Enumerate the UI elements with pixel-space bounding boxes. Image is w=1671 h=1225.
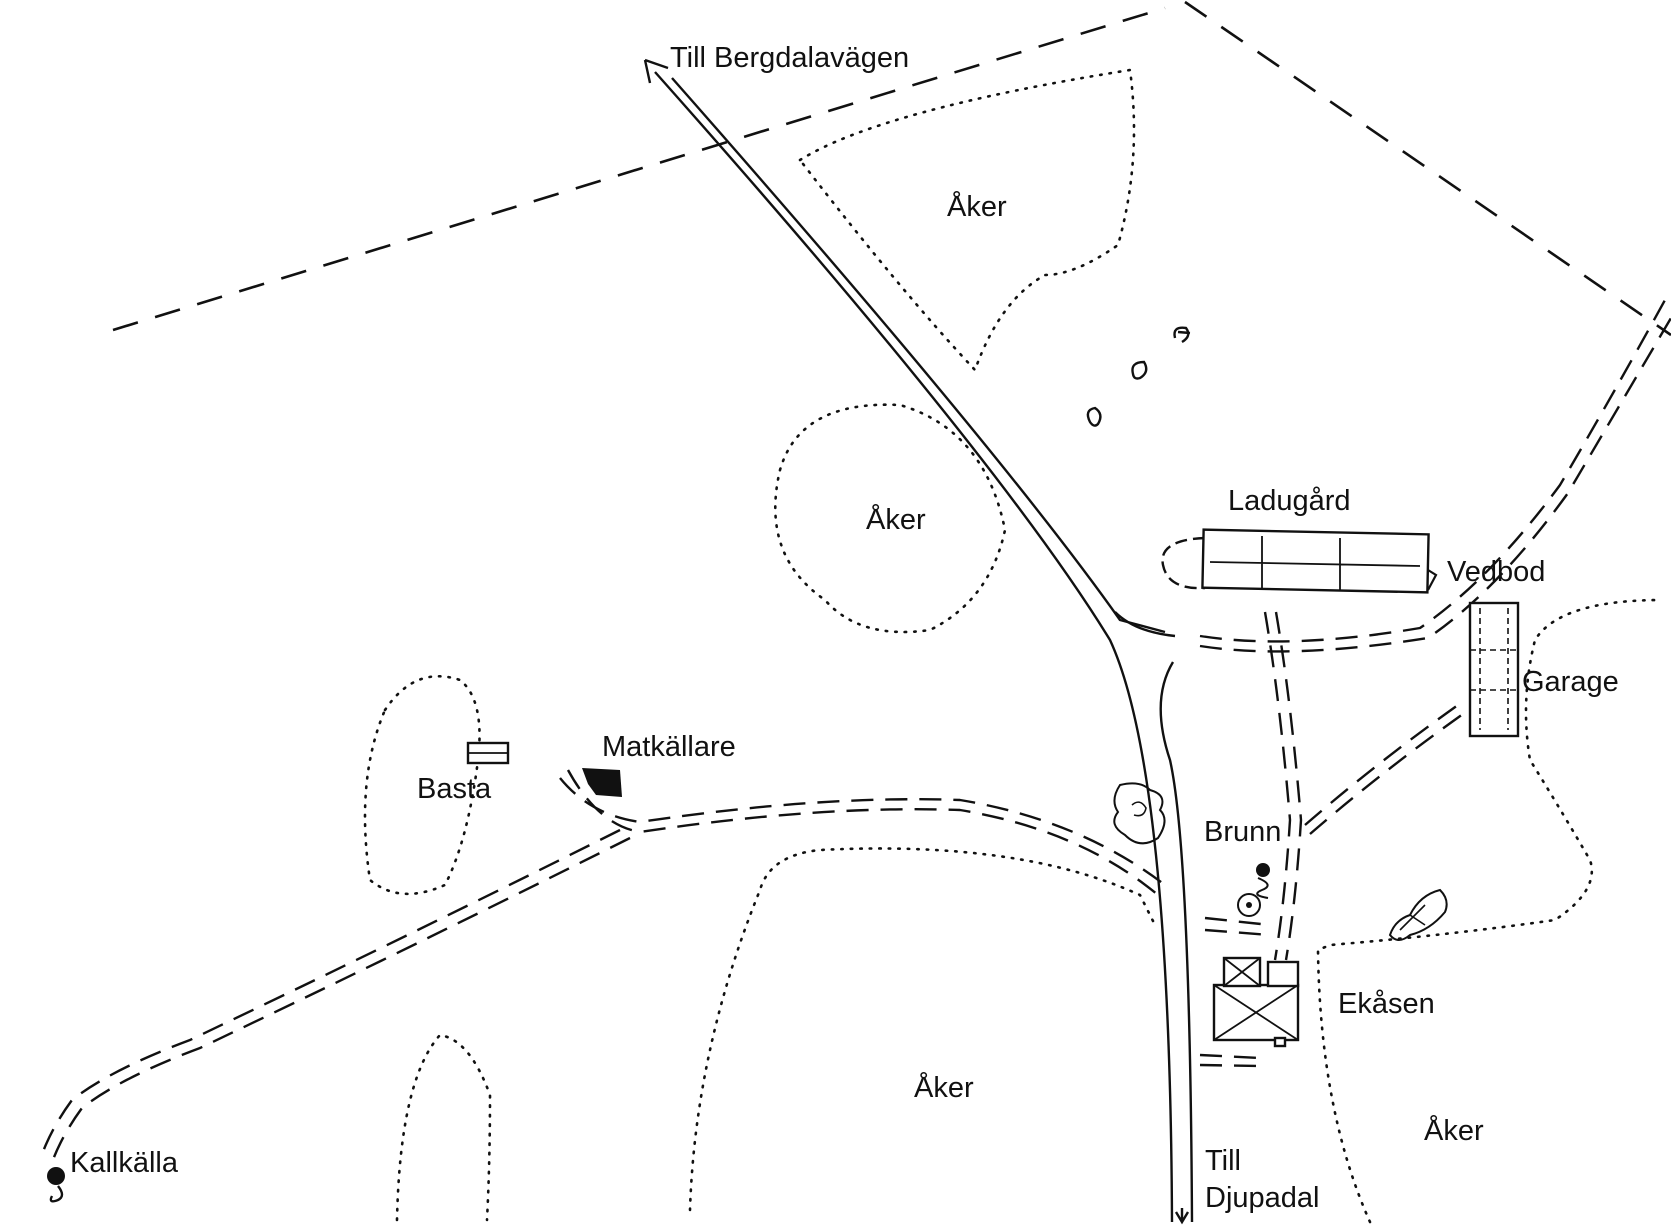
house-ekasen-main-cross	[1213, 984, 1299, 1041]
main-road-left-edge	[654, 71, 1174, 1223]
arrow-down-icon	[1174, 1208, 1190, 1225]
ladugard-building	[1201, 528, 1430, 594]
track-ladugard-vedbod-b	[1199, 317, 1671, 653]
well-ring-icon	[1237, 893, 1261, 917]
field-outline-south	[688, 847, 1157, 1212]
label-ladugard: Ladugård	[1228, 485, 1351, 517]
stone-icon-2	[1131, 360, 1148, 380]
track-house-b	[1204, 928, 1271, 937]
track-house-south-a	[1199, 1053, 1261, 1060]
track-kallkalla-b	[48, 836, 631, 1169]
track-matkallare-a	[559, 777, 1166, 886]
label-matkallare: Matkällare	[602, 731, 736, 763]
label-djupadal: Djupadal	[1205, 1182, 1320, 1214]
bush-icon-inner	[1131, 801, 1147, 817]
property-boundary-east	[1184, 0, 1671, 337]
spring-icon-detail	[49, 1185, 64, 1203]
stone-icon-3	[1173, 326, 1191, 344]
stone-icon-1	[1086, 406, 1102, 427]
label-till-bergdalavagen: Till Bergdalavägen	[670, 42, 910, 74]
label-garage: Garage	[1522, 666, 1619, 698]
label-till: Till	[1205, 1145, 1241, 1177]
track-ladugard-vedbod-a	[1199, 299, 1667, 643]
main-road-right-edge	[671, 77, 1166, 634]
garage-building	[1468, 601, 1520, 738]
field-outline-southeast	[1316, 598, 1664, 1224]
track-matkallare-b	[566, 769, 1159, 896]
house-ekasen-annex-cross	[1223, 957, 1261, 987]
matkallare-icon	[582, 768, 622, 797]
label-ekasen: Ekåsen	[1338, 988, 1435, 1020]
label-aker-south: Åker	[914, 1072, 974, 1104]
spring-icon	[47, 1167, 65, 1185]
label-brunn: Brunn	[1204, 816, 1282, 848]
label-aker-north: Åker	[947, 191, 1007, 223]
track-brunn-garage-a	[1304, 699, 1466, 826]
track-house-south-b	[1199, 1063, 1261, 1068]
field-outline-middle	[773, 403, 1007, 634]
ladugard-ridge	[1209, 536, 1421, 590]
label-vedbod: Vedbod	[1447, 556, 1546, 588]
house-ekasen-steps	[1273, 1036, 1287, 1048]
track-ladugard-brunn-b	[1274, 611, 1303, 961]
garage-inner-lines	[1470, 608, 1518, 730]
main-road-right-edge-south	[1159, 661, 1194, 1223]
track-house-a	[1204, 916, 1271, 927]
ladugard-annex	[1161, 536, 1206, 590]
tree-icon-inner	[1399, 904, 1426, 931]
label-basta: Basta	[417, 773, 492, 805]
house-ekasen-porch	[1266, 960, 1300, 988]
road-junction-curve	[1114, 611, 1176, 638]
bush-icon	[1113, 782, 1166, 845]
track-ladugard-brunn-a	[1263, 611, 1292, 961]
ladugard-ramp	[1427, 569, 1438, 591]
well-ring-center	[1246, 902, 1252, 908]
label-aker-southeast: Åker	[1424, 1115, 1484, 1147]
field-outline-north	[798, 68, 1136, 373]
label-aker-middle: Åker	[866, 504, 926, 536]
property-boundary-north	[112, 6, 1166, 332]
field-outline-southwest	[395, 1033, 492, 1222]
arrow-up-left-icon	[643, 58, 669, 84]
well-icon	[1256, 863, 1270, 877]
track-kallkalla-a	[38, 828, 621, 1161]
well-icon-detail	[1256, 877, 1269, 899]
field-outline-basta	[363, 675, 481, 896]
tree-icon	[1388, 888, 1448, 941]
label-kallkalla: Kallkälla	[70, 1147, 178, 1179]
track-brunn-garage-b	[1309, 708, 1471, 835]
